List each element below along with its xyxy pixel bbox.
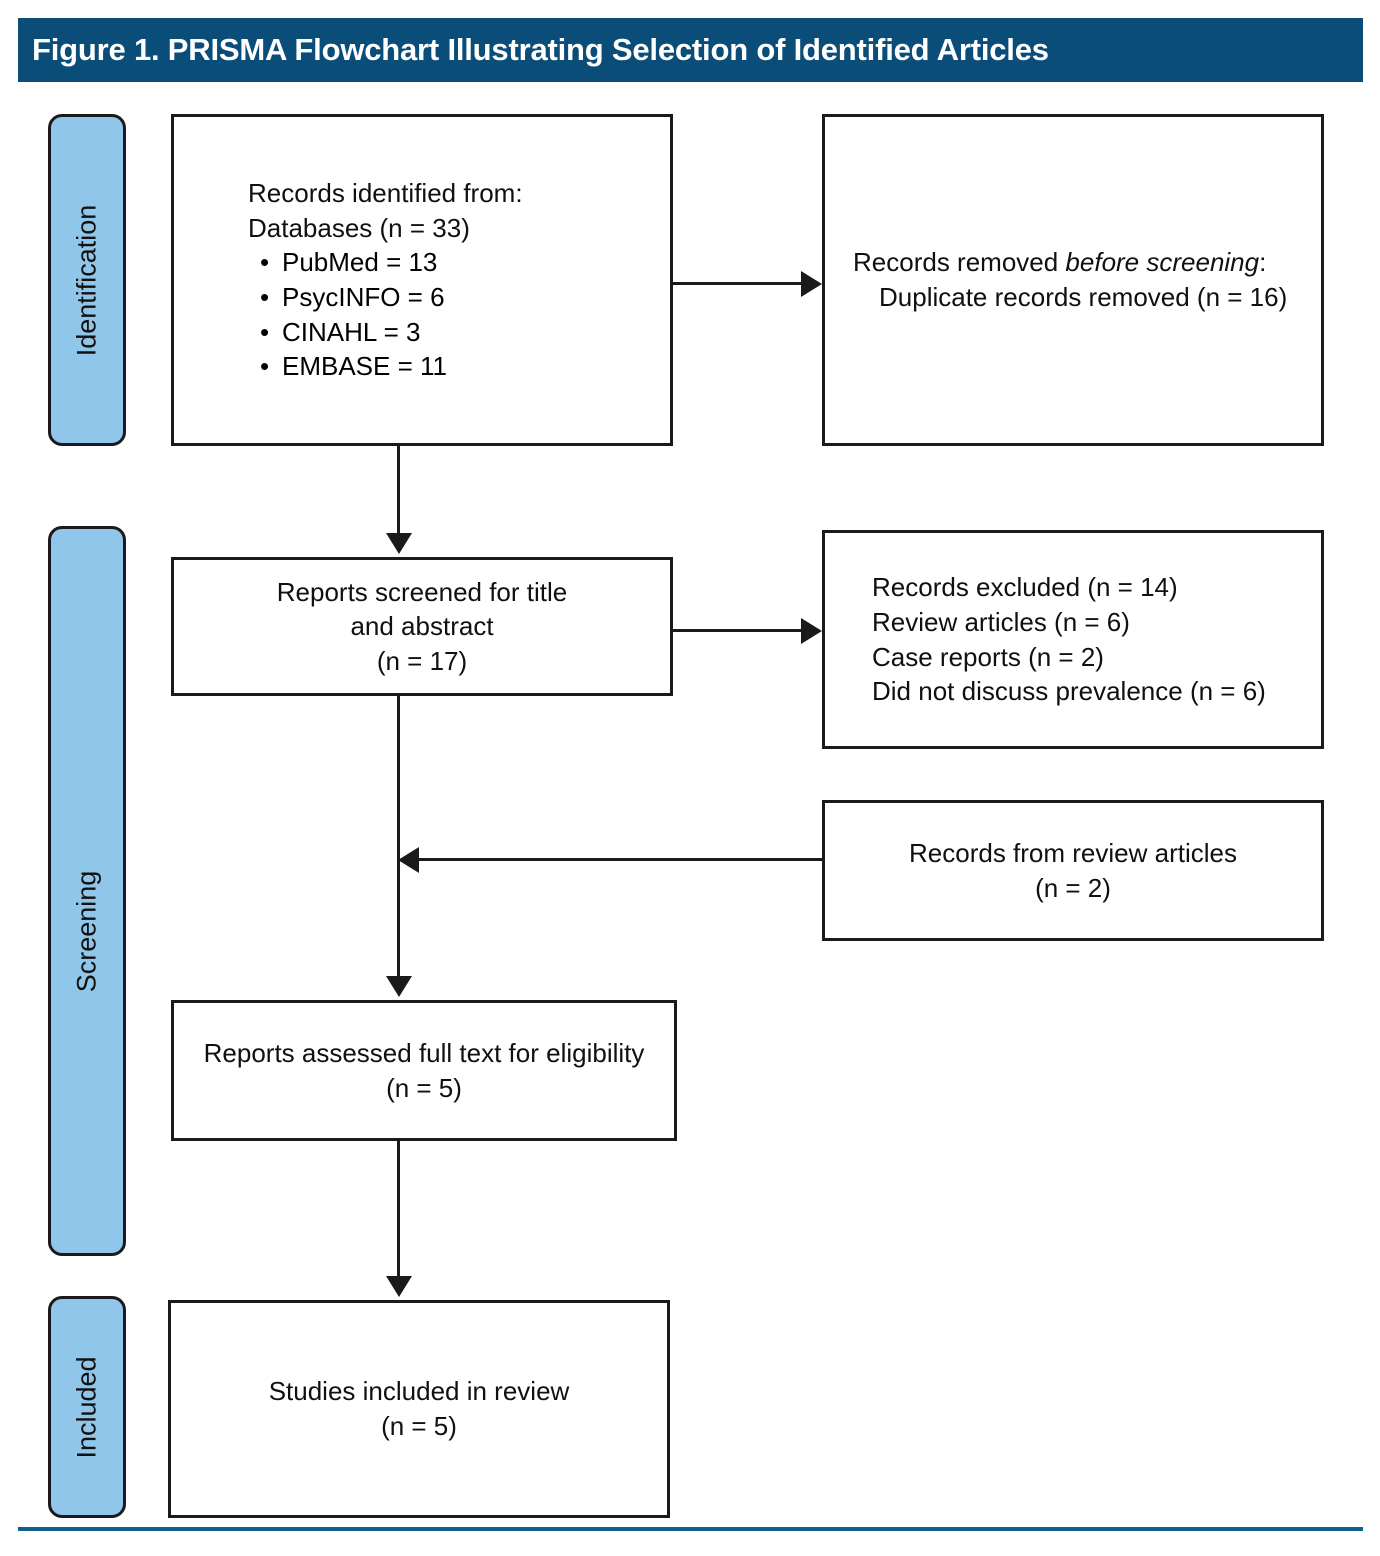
records-excluded-line1: Records excluded (n = 14): [872, 572, 1178, 603]
connector-review-records-to-flow-line: [418, 858, 822, 861]
source-item-pubmed: PubMed = 13: [248, 245, 670, 280]
node-studies-included: Studies included in review (n = 5): [168, 1300, 670, 1518]
stage-bar-identification: Identification: [48, 114, 126, 446]
connector-screened-to-fulltext-arrow: [386, 976, 412, 997]
connector-identified-to-removed-line: [673, 282, 806, 285]
connector-identified-to-screened-line: [397, 446, 400, 536]
node-records-from-review-articles: Records from review articles (n = 2): [822, 800, 1324, 941]
connector-identified-to-screened-arrow: [386, 533, 412, 554]
records-removed-italic: before screening: [1065, 247, 1260, 278]
records-removed-line1: Records removed before screening:: [853, 245, 1321, 280]
records-removed-line2: Duplicate records removed (n = 16): [879, 282, 1288, 312]
records-identified-line2: Databases (n = 33): [248, 212, 470, 243]
connector-review-records-to-flow-arrow: [398, 847, 419, 873]
stage-label-included: Included: [71, 1355, 102, 1459]
records-excluded-line2: Review articles (n = 6): [872, 606, 1130, 637]
reports-screened-line1: Reports screened for title: [276, 576, 568, 607]
connector-screened-to-excluded-arrow: [801, 618, 822, 644]
stage-label-screening: Screening: [71, 870, 102, 992]
review-records-count: (n = 2): [1035, 872, 1111, 903]
node-records-excluded: Records excluded (n = 14) Review article…: [822, 530, 1324, 749]
records-identified-sources: PubMed = 13 PsycINFO = 6 CINAHL = 3 EMBA…: [248, 245, 670, 383]
reports-screened-count: (n = 17): [376, 645, 468, 676]
stage-label-identification: Identification: [71, 204, 102, 356]
node-reports-assessed-fulltext: Reports assessed full text for eligibili…: [171, 1000, 677, 1141]
node-reports-screened: Reports screened for title and abstract …: [171, 557, 673, 696]
node-records-removed: Records removed before screening: Duplic…: [822, 114, 1324, 446]
footer-rule: [18, 1527, 1363, 1531]
records-removed-prefix: Records removed: [853, 247, 1066, 278]
records-identified-line1: Records identified from:: [248, 178, 523, 209]
fulltext-line1: Reports assessed full text for eligibili…: [203, 1037, 645, 1068]
connector-screened-to-fulltext-line: [397, 696, 400, 979]
stage-bar-included: Included: [48, 1296, 126, 1518]
source-item-psycinfo: PsycINFO = 6: [248, 280, 670, 315]
figure-title-bar: Figure 1. PRISMA Flowchart Illustrating …: [18, 18, 1363, 82]
connector-identified-to-removed-arrow: [801, 271, 822, 297]
page-title: Figure 1. PRISMA Flowchart Illustrating …: [32, 32, 1049, 67]
connector-fulltext-to-included-line: [397, 1141, 400, 1279]
reports-screened-line2: and abstract: [350, 611, 494, 642]
review-records-line1: Records from review articles: [909, 837, 1237, 868]
connector-fulltext-to-included-arrow: [386, 1276, 412, 1297]
source-item-embase: EMBASE = 11: [248, 349, 670, 384]
records-excluded-line4: Did not discuss prevalence (n = 6): [872, 676, 1266, 707]
source-item-cinahl: CINAHL = 3: [248, 315, 670, 350]
records-removed-suffix: :: [1259, 247, 1267, 278]
connector-screened-to-excluded-line: [673, 629, 806, 632]
fulltext-count: (n = 5): [386, 1072, 462, 1103]
records-excluded-line3: Case reports (n = 2): [872, 641, 1104, 672]
included-line1: Studies included in review: [268, 1376, 570, 1407]
stage-bar-screening: Screening: [48, 526, 126, 1256]
included-count: (n = 5): [381, 1411, 457, 1441]
node-records-identified: Records identified from: Databases (n = …: [171, 114, 673, 446]
